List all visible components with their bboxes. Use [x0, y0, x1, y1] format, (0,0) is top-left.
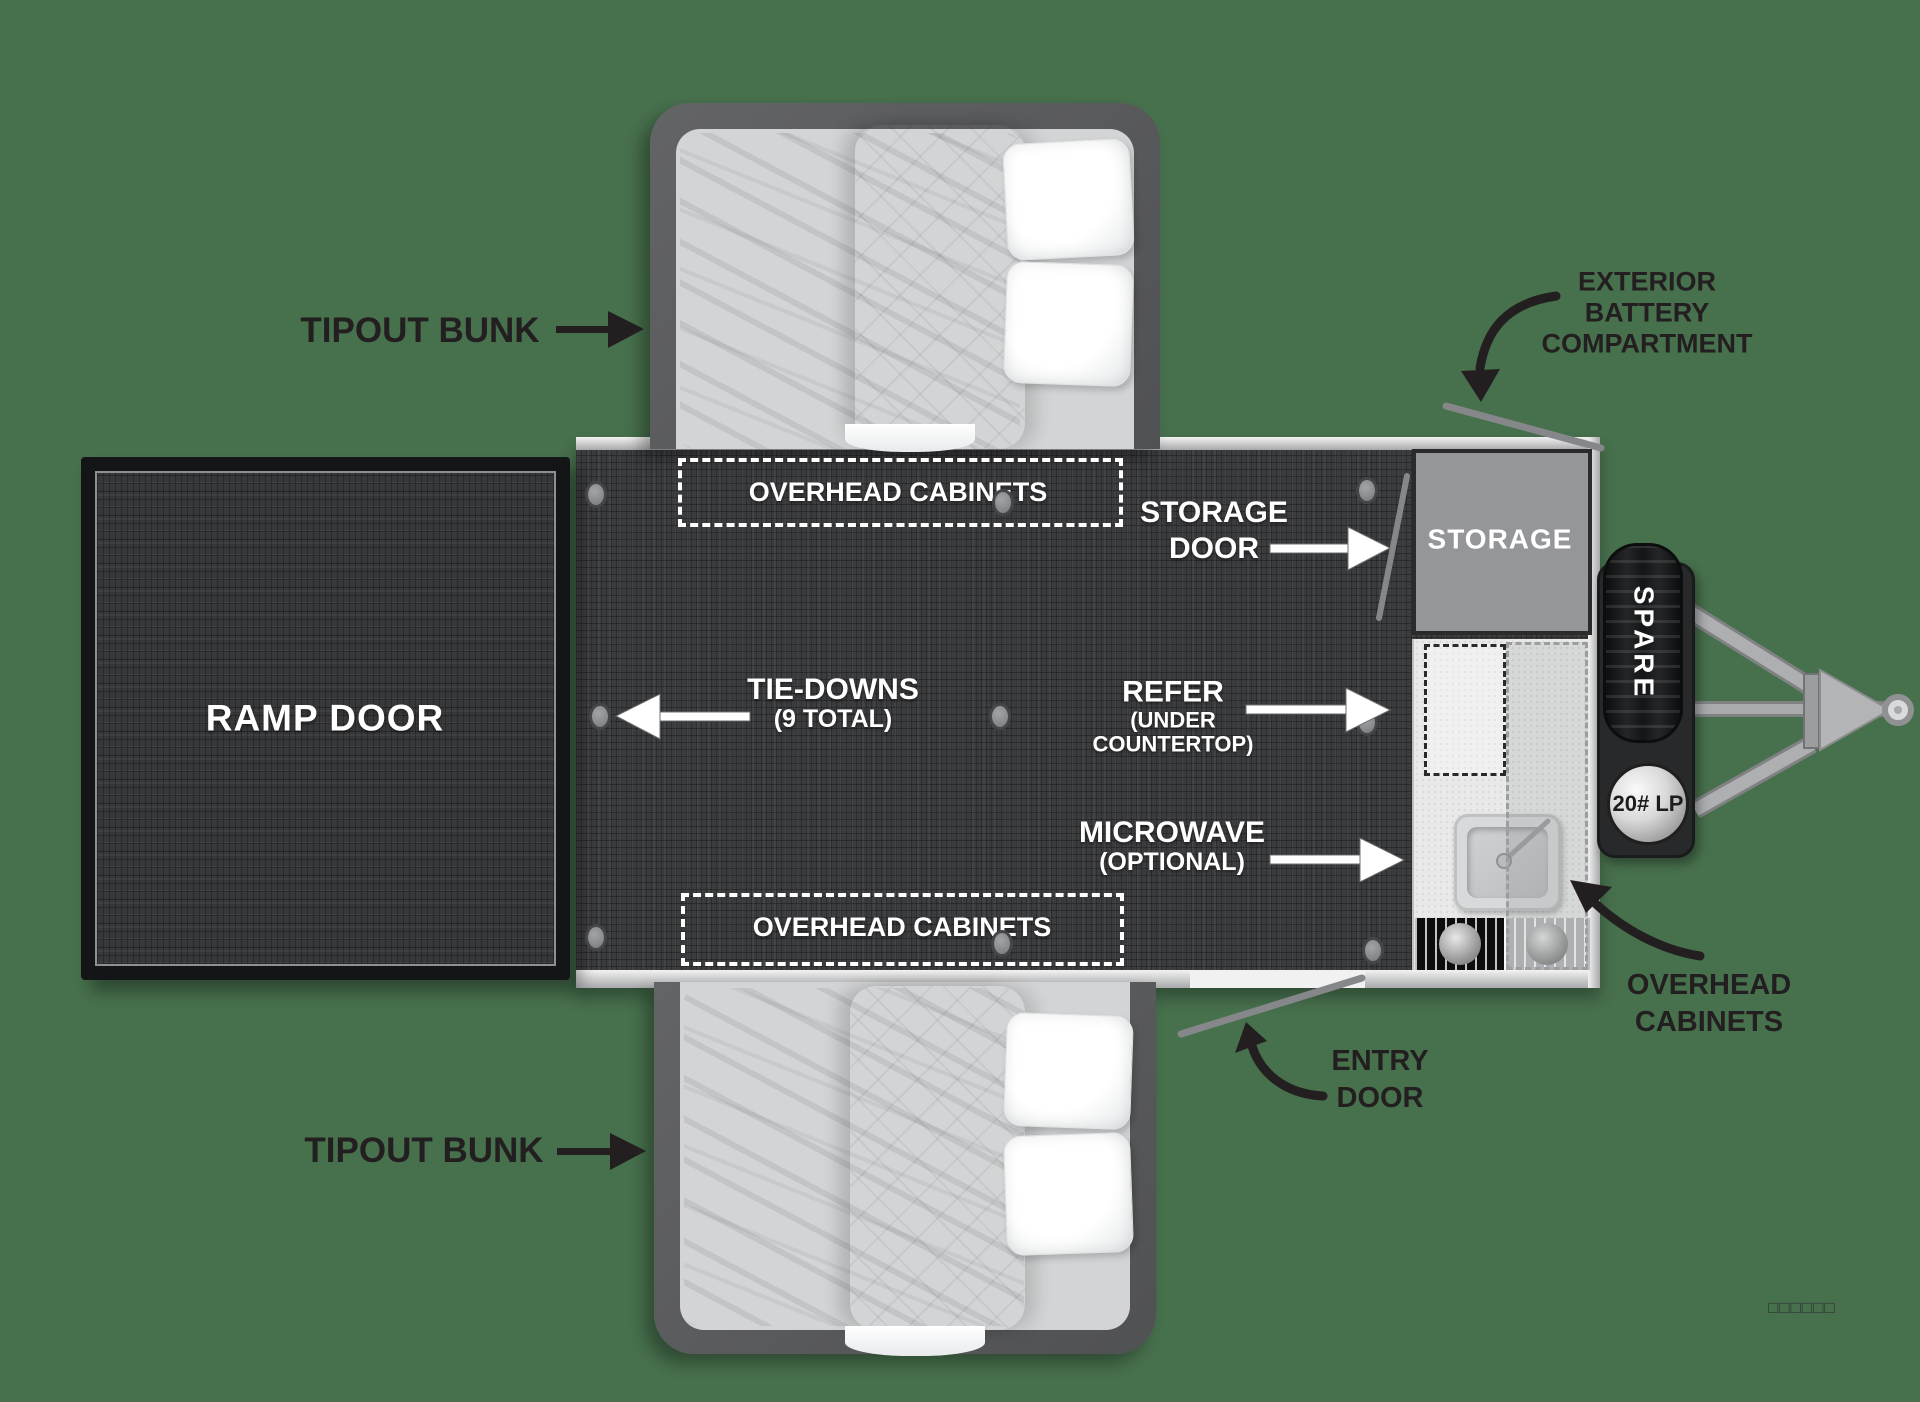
tie-down	[1356, 709, 1378, 736]
lp-tank: 20# LP	[1607, 763, 1689, 845]
refrigerator-zone	[1424, 644, 1506, 776]
storage-label: STORAGE	[1427, 523, 1573, 555]
comforter-overhang	[845, 424, 975, 452]
tie-down	[585, 481, 607, 508]
range-grill-right	[1504, 918, 1590, 970]
tie-down	[989, 703, 1011, 730]
tie-down	[589, 703, 611, 730]
microwave-label: MICROWAVE (OPTIONAL)	[1078, 815, 1266, 876]
comforter	[850, 986, 1025, 1330]
watermark-glyphs: □□□□□□	[1768, 1298, 1836, 1317]
overhead-cabinets-exterior-arrow	[1591, 899, 1705, 961]
tie-down	[1362, 937, 1384, 964]
overhead-cabinets-above-counter-zone	[1506, 642, 1588, 970]
tipout-bunk-top-arrow	[556, 311, 644, 348]
tipout-bunk-top-label: TIPOUT BUNK	[300, 310, 540, 350]
pillow	[1002, 260, 1135, 388]
spare-tire-label: SPARE	[1628, 585, 1660, 701]
overhead-cabinets-top-zone	[678, 458, 1123, 527]
ramp-door-label: RAMP DOOR	[205, 697, 445, 739]
entry-door-opening	[1190, 970, 1365, 988]
bed-sheet	[684, 988, 1024, 1326]
tie-down	[992, 489, 1014, 516]
hitch-ring	[1882, 694, 1914, 726]
ramp-door-surface	[95, 471, 556, 966]
entry-door-label: ENTRY DOOR	[1331, 1045, 1429, 1114]
tipout-bunk-top-bed	[650, 103, 1160, 449]
tie-down	[585, 924, 607, 951]
spare-tire	[1603, 543, 1683, 743]
tipout-bunk-bottom-arrow	[557, 1133, 646, 1170]
tie-down	[1356, 477, 1378, 504]
lp-tank-label: 20# LP	[1612, 791, 1684, 816]
bed-sheet	[680, 133, 1020, 449]
kitchen-counter	[1412, 639, 1590, 970]
storage-door-label: STORAGE DOOR	[1140, 496, 1288, 565]
storage-compartment	[1412, 449, 1592, 635]
comforter-overhang	[845, 1326, 985, 1356]
overhead-cabinets-exterior-label: OVERHEAD CABINETS	[1626, 969, 1792, 1038]
tie-downs-label: TIE-DOWNS (9 TOTAL)	[747, 672, 919, 733]
exterior-battery-label: EXTERIOR BATTERY COMPARTMENT	[1541, 266, 1753, 359]
hitch-coupler-triangle	[1819, 668, 1893, 752]
pillow	[1003, 1011, 1134, 1131]
ramp-door-panel	[81, 457, 570, 980]
refer-label: REFER (UNDER COUNTERTOP)	[1092, 675, 1254, 757]
overhead-cabinets-bottom-zone	[681, 893, 1124, 966]
pillow	[1002, 1131, 1135, 1257]
tipout-bunk-bottom-label: TIPOUT BUNK	[304, 1130, 544, 1170]
comforter	[855, 125, 1025, 449]
tipout-bunk-bottom-bed	[654, 982, 1156, 1356]
range-grill-left	[1415, 918, 1504, 970]
entry-door-arrow	[1247, 1041, 1328, 1101]
pillow	[1002, 137, 1135, 262]
tie-down	[991, 930, 1013, 957]
hitch-crossbar	[1803, 673, 1820, 749]
